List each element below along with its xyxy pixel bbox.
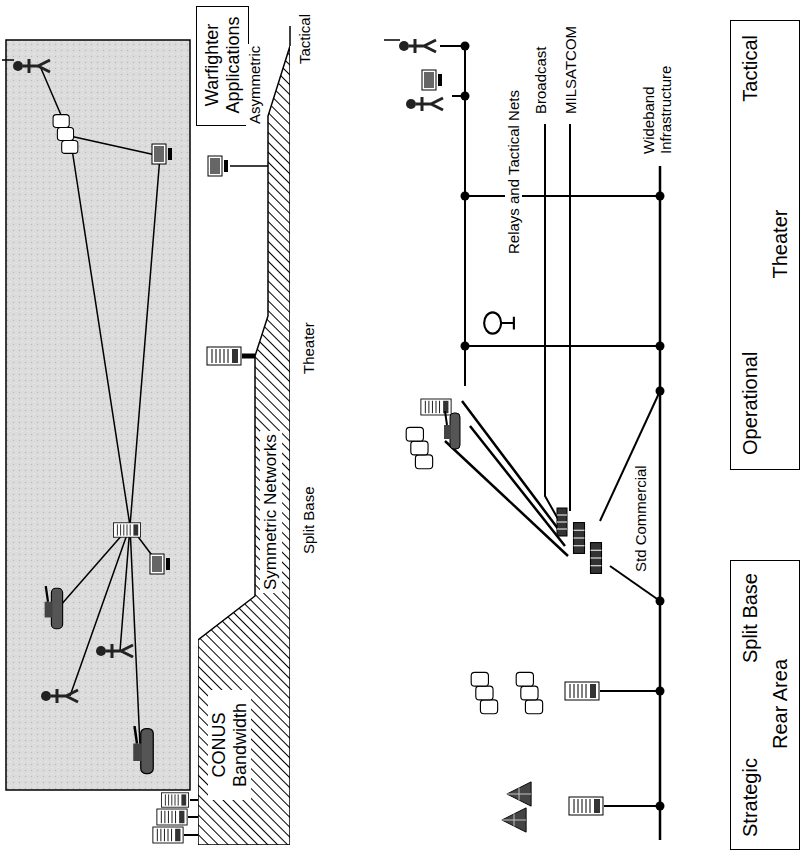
network-equipment xyxy=(384,39,603,832)
node-text: Rear Area xyxy=(769,559,792,849)
junction-dots xyxy=(461,42,665,811)
line-label: Std Commercial xyxy=(632,463,649,574)
line-label: Relays and Tactical Nets xyxy=(505,88,522,256)
title-box: Warfighter Applications xyxy=(196,6,249,126)
line-label: MILSATCOM xyxy=(562,24,579,116)
node-text: Tactical xyxy=(739,35,762,102)
line-label: Asymmetric xyxy=(246,44,263,126)
zone-box: Strategic Split Base Rear Area xyxy=(730,560,800,850)
bandwidth-band: CONUS Bandwidth Symmetric Networks xyxy=(198,45,290,845)
node-text: Theater xyxy=(769,19,792,469)
network-lines xyxy=(440,44,660,840)
panel-figures xyxy=(2,59,172,774)
line-label: Theater xyxy=(300,320,317,376)
line-label: Tactical xyxy=(296,12,313,66)
panel-links xyxy=(40,66,160,746)
node-text: Strategic xyxy=(739,758,762,837)
node-text: Warfighter Applications xyxy=(202,5,243,125)
line-label: Wideband Infrastructure xyxy=(640,12,675,156)
band-shape xyxy=(198,46,290,845)
zone-box: Operational Theater Tactical xyxy=(730,20,800,470)
node-text: Split Base xyxy=(739,573,762,663)
line-label: Broadcast xyxy=(532,44,549,116)
node-text: Symmetric Networks xyxy=(260,431,282,593)
warfighter-panel xyxy=(6,40,190,790)
line-label: Split Base xyxy=(300,484,317,556)
node-text: Operational xyxy=(739,352,762,455)
node-text: CONUS Bandwidth xyxy=(208,690,251,800)
